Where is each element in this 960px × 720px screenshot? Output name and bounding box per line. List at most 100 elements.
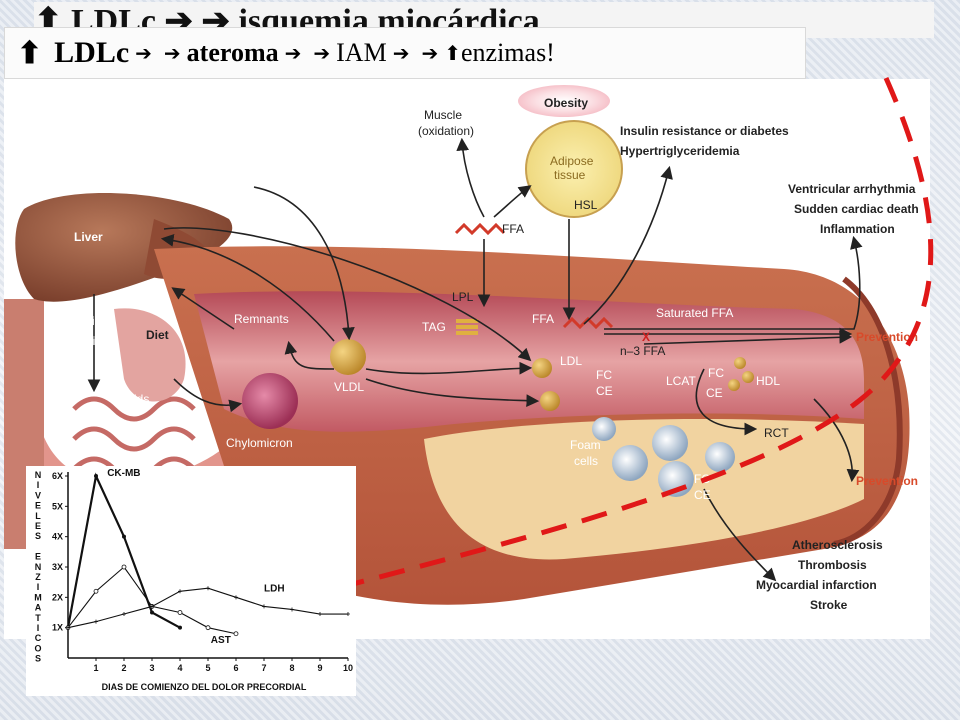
label-hsl: HSL	[574, 198, 598, 212]
y-tick-label: 5X	[52, 501, 63, 511]
label-stroke: Stroke	[810, 598, 848, 612]
y-tick-label: 6X	[52, 471, 63, 481]
y-axis-label-letter: E	[35, 552, 41, 562]
hdl-particle	[742, 371, 754, 383]
y-axis-label-letter: Z	[35, 572, 41, 582]
label-bile: Bile	[84, 314, 104, 328]
y-axis-label-letter: O	[34, 643, 41, 653]
x-axis-label: DIAS DE COMIENZO DEL DOLOR PRECORDIAL	[102, 682, 307, 692]
y-axis-label-letter: C	[35, 633, 42, 643]
foam-cell	[658, 461, 694, 497]
label-n3-ffa: n–3 FFA	[620, 344, 665, 358]
series-line-ast	[67, 566, 237, 635]
tag-icon	[456, 319, 478, 335]
label-oxidation: (oxidation)	[418, 124, 474, 138]
x-tick-label: 10	[343, 663, 353, 673]
vldl-particle	[330, 339, 366, 375]
x-tick-label: 2	[121, 663, 126, 673]
label-ce-2: CE	[706, 386, 723, 400]
up-arrow-icon: ⬆	[444, 42, 461, 65]
data-point	[290, 607, 294, 612]
data-point	[205, 625, 211, 631]
right-arrow-icon: ➔	[284, 42, 302, 65]
series-line-ck-mb	[66, 472, 181, 629]
label-prevention-2: Prevention	[856, 474, 918, 488]
label-lpl: LPL	[452, 290, 474, 304]
label-insulin: Insulin resistance or diabetes	[620, 124, 789, 138]
ldl-particle	[540, 391, 560, 411]
label-vldl: VLDL	[334, 380, 364, 394]
data-point	[262, 604, 266, 609]
label-cells: cells	[574, 454, 598, 468]
data-point	[234, 595, 238, 600]
data-point	[93, 588, 99, 594]
label-tag: TAG	[422, 320, 446, 334]
label-lcat: LCAT	[666, 374, 696, 388]
data-point	[94, 474, 98, 478]
y-axis-label-letter: L	[35, 511, 41, 521]
x-tick-label: 4	[177, 663, 182, 673]
data-point	[233, 631, 239, 637]
label-muscle: Muscle	[424, 108, 462, 122]
right-arrow-icon: ➔	[313, 42, 331, 65]
label-ffa-top: FFA	[502, 222, 524, 236]
y-axis-label-letter: N	[35, 562, 42, 572]
series-label-ast: AST	[211, 635, 231, 646]
data-point	[150, 604, 154, 609]
right-arrow-icon: ➔	[163, 42, 181, 65]
data-point	[346, 612, 350, 617]
liver-illustration	[15, 192, 233, 302]
label-rct: RCT	[764, 426, 789, 440]
x-tick-label: 5	[205, 663, 210, 673]
label-fc-3: FC	[694, 472, 710, 486]
label-thrombosis: Thrombosis	[798, 558, 867, 572]
y-axis-label-letter: I	[37, 480, 40, 490]
x-tick-label: 8	[289, 663, 294, 673]
label-prevention-1: Prevention	[856, 330, 918, 344]
right-arrow-icon: ➔	[135, 42, 152, 65]
y-tick-label: 1X	[52, 623, 63, 633]
data-point	[177, 610, 183, 615]
x-tick-label: 3	[149, 663, 154, 673]
stomach-illustration	[114, 308, 186, 402]
y-axis-label-letter: M	[34, 592, 42, 602]
ffa-zigzag	[454, 222, 506, 236]
label-ffa-mid: FFA	[532, 312, 554, 326]
chylomicron-particle	[242, 373, 298, 429]
y-tick-label: 4X	[52, 532, 63, 542]
slide-title: ⬆ LDLc ➔ ➔ ateroma ➔ ➔ IAM ➔ ➔ ⬆ enzimas…	[4, 27, 806, 79]
label-diet: Diet	[146, 328, 169, 342]
up-arrow-icon: ⬆	[17, 36, 43, 70]
label-lipids: Lipids	[118, 392, 149, 406]
label-tissue: tissue	[554, 168, 586, 182]
label-mi: Myocardial infarction	[756, 578, 877, 592]
x-tick-label: 6	[233, 663, 238, 673]
y-axis-label-letter: E	[35, 521, 41, 531]
y-axis-label-letter: T	[35, 613, 41, 623]
label-remnants: Remnants	[234, 312, 289, 326]
label-hdl: HDL	[756, 374, 780, 388]
label-liver: Liver	[74, 230, 103, 244]
label-chylomicron: Chylomicron	[226, 436, 293, 450]
data-point	[150, 610, 154, 615]
series-line-ldh	[67, 587, 348, 629]
label-fc-1: FC	[596, 368, 612, 382]
label-adipose: Adipose	[550, 154, 594, 168]
label-ldl: LDL	[560, 354, 582, 368]
label-atherosclerosis: Atherosclerosis	[792, 538, 883, 552]
series-label-ck-mb: CK-MB	[107, 468, 140, 479]
label-ce-3: CE	[694, 488, 711, 502]
y-axis-label-letter: I	[37, 623, 40, 633]
title-enzimas: enzimas!	[461, 38, 555, 67]
title-iam: IAM	[336, 38, 387, 67]
label-foam: Foam	[570, 438, 601, 452]
y-axis-label-letter: E	[35, 501, 41, 511]
y-axis-label-letter: N	[35, 470, 42, 480]
label-saturated-ffa: Saturated FFA	[656, 306, 733, 320]
right-arrow-icon: ➔	[392, 42, 410, 65]
x-tick-label: 9	[317, 663, 322, 673]
label-ce-1: CE	[596, 384, 613, 398]
y-axis-label-letter: S	[35, 654, 41, 664]
data-point	[178, 625, 182, 630]
